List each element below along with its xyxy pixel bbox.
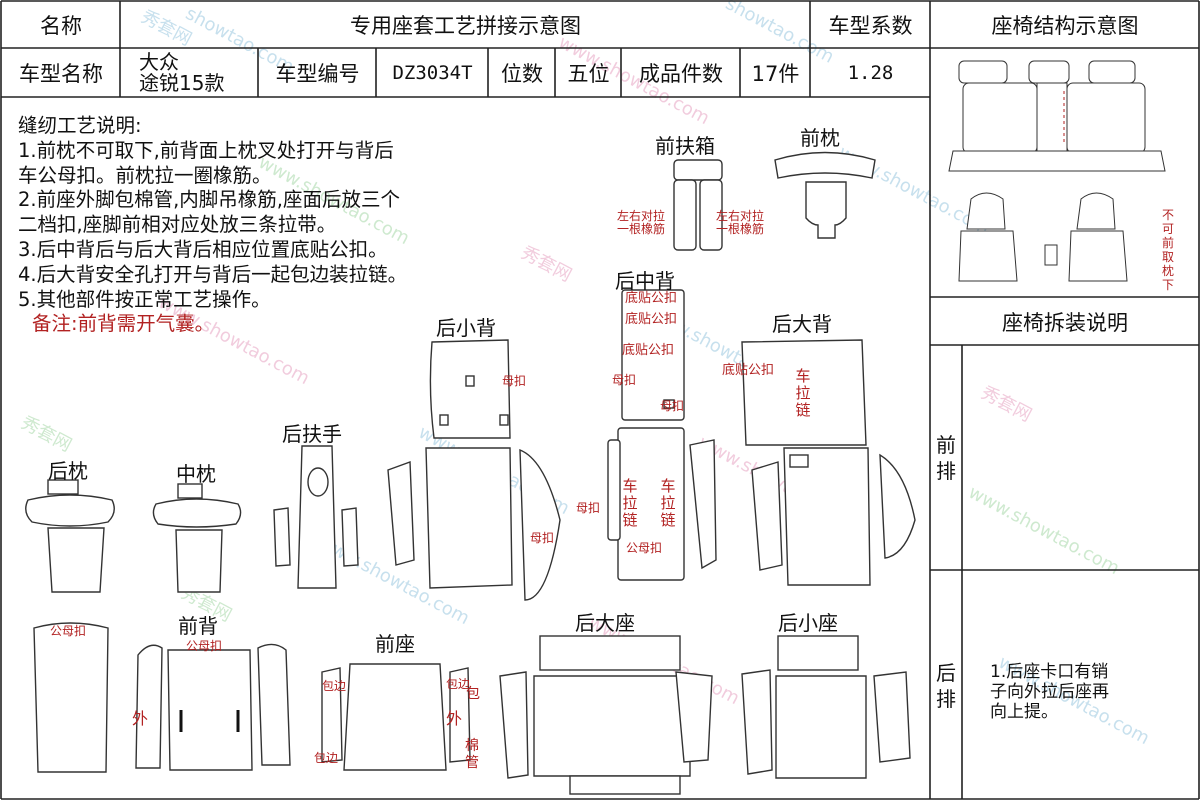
front-armbox-pieces xyxy=(673,159,723,251)
coefficient-label: 车型系数 xyxy=(828,14,913,38)
rear-armrest-pieces xyxy=(273,445,359,589)
seats-value: 五位 xyxy=(567,62,610,86)
front-seat-pieces xyxy=(321,663,471,771)
label-front-back: 前背 xyxy=(178,614,218,638)
label-rear-big-seat: 后大座 xyxy=(575,611,635,635)
note-line: 2.前座外脚包棉管,内脚吊橡筋,座面后放三个 xyxy=(18,188,401,212)
label-rear-small-seat: 后小座 xyxy=(778,611,838,635)
annotation-bottom-male: 底贴公扣 xyxy=(722,363,775,378)
car-name-label: 车型名称 xyxy=(19,62,103,86)
car-name-value: 大众 途锐15款 xyxy=(121,49,258,97)
annotation-zipper: 车拉链 xyxy=(660,477,676,529)
label-front-seat: 前座 xyxy=(375,632,415,656)
rear-small-back-pieces xyxy=(387,339,561,601)
page-title: 专用座套工艺拼接示意图 xyxy=(350,14,581,38)
pieces-label: 成品件数 xyxy=(639,62,723,86)
label-middle-headrest: 中枕 xyxy=(176,462,216,486)
annotation-female-snap: 母扣 xyxy=(576,501,601,515)
annotation-rubber-left: 左右对拉 一根橡筋 xyxy=(617,209,666,236)
rear-big-seat-pieces xyxy=(499,635,713,795)
front-headrest-pieces xyxy=(774,151,876,239)
rear-big-back-pieces xyxy=(741,339,916,586)
notes-heading: 缝纫工艺说明: xyxy=(18,114,142,137)
rear-headrest-pieces xyxy=(25,479,115,593)
sewing-notes: 缝纫工艺说明: 1.前枕不可取下,前背面上枕叉处打开与背后 车公母扣。前枕拉一圈… xyxy=(18,114,558,337)
note-line: 1.前枕不可取下,前背面上枕叉处打开与背后 xyxy=(18,138,394,162)
annotation-male-female: 公母扣 xyxy=(626,541,663,555)
annotation-bottom-male: 底贴公扣 xyxy=(625,291,678,306)
annotation-male-female: 公母扣 xyxy=(186,639,223,653)
annotation-wrap: 包边 xyxy=(314,751,339,765)
rear-small-seat-pieces xyxy=(741,635,911,779)
front-row-label: 前排 xyxy=(936,433,956,483)
annotation-female-snap: 母扣 xyxy=(530,531,555,545)
annotation-wrap: 包 xyxy=(466,686,480,702)
car-code-value: DZ3034T xyxy=(392,62,473,84)
car-code-label: 车型编号 xyxy=(275,62,360,86)
name-label: 名称 xyxy=(40,14,82,38)
label-rear-headrest: 后枕 xyxy=(48,459,88,483)
disassembly-title: 座椅拆装说明 xyxy=(1002,310,1128,335)
note-line: 5.其他部件按正常工艺操作。 xyxy=(18,287,271,311)
annotation-zipper: 车拉链 xyxy=(795,367,811,419)
rear-row-instructions: 1.后座卡口有销 子向外拉后座再 向上提。 xyxy=(990,662,1109,722)
label-front-headrest: 前枕 xyxy=(800,126,840,150)
annotation-wrap: 包边 xyxy=(446,677,471,691)
note-line: 车公母扣。前枕拉一圈橡筋。 xyxy=(18,163,272,187)
car-model: 途锐15款 xyxy=(139,71,225,95)
annotation-female-snap: 母扣 xyxy=(502,374,527,388)
label-rear-middle-back: 后中背 xyxy=(615,269,675,293)
coefficient-value: 1.28 xyxy=(847,62,894,84)
annotation-male-female: 公母扣 xyxy=(50,624,87,638)
annotation-outer: 外 xyxy=(132,709,149,728)
seats-label: 位数 xyxy=(501,62,543,86)
remark: 备注:前背需开气囊。 xyxy=(32,312,215,336)
annotation-rubber-right: 左右对拉 一根橡筋 xyxy=(716,209,765,236)
annotation-wrap: 包边 xyxy=(322,679,347,693)
annotation-cotton-pipe: 棉管 xyxy=(465,738,479,771)
label-front-armbox: 前扶箱 xyxy=(655,134,715,158)
structure-side-note: 不可前取枕下 xyxy=(1162,208,1175,292)
annotation-bottom-male: 底贴公扣 xyxy=(622,343,675,358)
pattern-drawing xyxy=(25,151,916,795)
label-rear-small-back: 后小背 xyxy=(436,316,496,340)
car-brand: 大众 xyxy=(139,50,179,74)
note-line: 3.后中背后与后大背后相应位置底贴公扣。 xyxy=(18,237,388,261)
seat-structure-diagram xyxy=(948,60,1166,282)
annotation-zipper: 车拉链 xyxy=(622,477,638,529)
annotation-female-snap: 母扣 xyxy=(660,399,685,413)
pieces-value: 17件 xyxy=(751,62,800,86)
rear-row-label: 后排 xyxy=(936,661,956,711)
label-rear-armrest: 后扶手 xyxy=(282,422,342,446)
rear-middle-back-pieces xyxy=(607,289,717,581)
structure-title: 座椅结构示意图 xyxy=(991,14,1139,38)
middle-headrest-pieces xyxy=(152,483,242,593)
note-line: 4.后大背安全孔打开与背后一起包边装拉链。 xyxy=(18,262,408,286)
annotation-outer: 外 xyxy=(446,709,463,728)
note-line: 二档扣,座脚前相对应处放三条拉带。 xyxy=(18,213,337,237)
annotation-female-snap: 母扣 xyxy=(612,373,637,387)
front-back-pieces xyxy=(33,622,291,773)
annotation-bottom-male: 底贴公扣 xyxy=(625,312,678,327)
label-rear-big-back: 后大背 xyxy=(772,312,832,336)
